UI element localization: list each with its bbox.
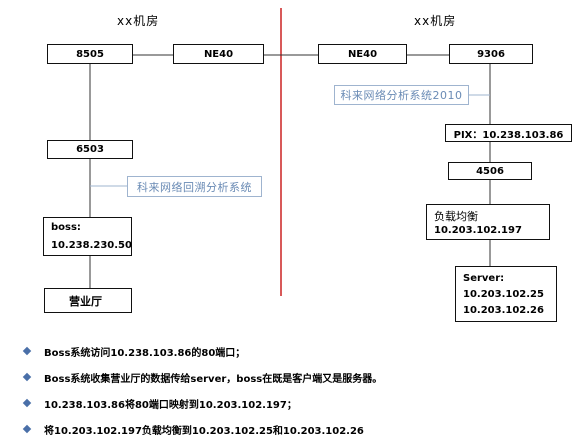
server-label: Server:: [463, 272, 505, 284]
note-text: 将10.203.102.197负载均衡到10.203.102.25和10.203…: [44, 425, 364, 437]
note-item: Boss系统收集营业厅的数据传给server，boss在既是客户端又是服务器。: [20, 364, 580, 390]
left-room-title: xx机房: [117, 14, 160, 28]
node-load-balancer: 负载均衡 10.203.102.197: [426, 204, 550, 240]
bullet-icon: [22, 398, 32, 408]
bullet-icon: [22, 346, 32, 356]
node-ne40-left: NE40: [173, 44, 264, 64]
boss-label: boss:: [51, 222, 81, 233]
server-ip-2: 10.203.102.26: [463, 304, 544, 316]
node-9306: 9306: [449, 44, 533, 64]
note-text: 10.238.103.86将80端口映射到10.203.102.197；: [44, 399, 297, 411]
node-ne40-right: NE40: [318, 44, 407, 64]
node-boss: boss: 10.238.230.50: [43, 217, 132, 256]
note-item: Boss系统访问10.238.103.86的80端口；: [20, 338, 580, 364]
node-pix: PIX：10.238.103.86: [445, 124, 572, 142]
note-item: 10.238.103.86将80端口映射到10.203.102.197；: [20, 390, 580, 416]
tag-right-analysis-system: 科来网络分析系统2010: [334, 85, 469, 105]
bullet-icon: [22, 372, 32, 382]
bullet-icon: [22, 424, 32, 434]
right-room-title: xx机房: [414, 14, 457, 28]
note-item: 将10.203.102.197负载均衡到10.203.102.25和10.203…: [20, 416, 580, 442]
server-ip-1: 10.203.102.25: [463, 288, 544, 300]
notes-list: Boss系统访问10.238.103.86的80端口； Boss系统收集营业厅的…: [20, 338, 580, 442]
node-hall: 营业厅: [44, 288, 132, 313]
node-server: Server: 10.203.102.25 10.203.102.26: [455, 266, 557, 322]
lb-ip: 10.203.102.197: [434, 225, 522, 236]
lb-label: 负载均衡: [434, 210, 478, 223]
note-text: Boss系统收集营业厅的数据传给server，boss在既是客户端又是服务器。: [44, 373, 383, 385]
note-text: Boss系统访问10.238.103.86的80端口；: [44, 347, 246, 359]
node-4506: 4506: [448, 162, 532, 180]
tag-left-analysis-system: 科来网络回溯分析系统: [127, 176, 262, 197]
node-8505: 8505: [47, 44, 133, 64]
boss-ip: 10.238.230.50: [51, 240, 132, 251]
node-6503: 6503: [47, 140, 133, 159]
